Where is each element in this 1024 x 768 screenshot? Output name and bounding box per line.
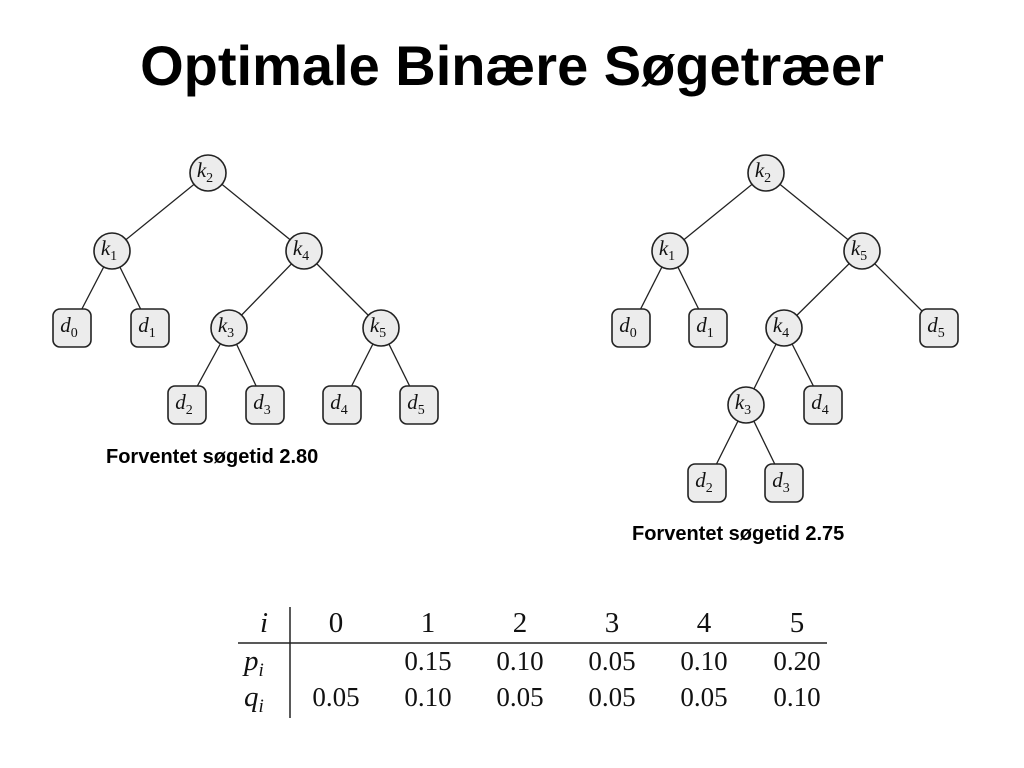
- table-column-header: 2: [513, 607, 528, 639]
- key-node-k5: k5: [362, 309, 400, 347]
- table-cell: 0.05: [588, 682, 635, 712]
- table-index-label: i: [260, 607, 268, 639]
- table-column-header: 5: [790, 607, 805, 639]
- table-cell: 0.05: [496, 682, 543, 712]
- tree-edge: [669, 172, 767, 252]
- node-label: k4: [293, 236, 309, 264]
- dummy-node-d0: d0: [611, 308, 651, 348]
- node-label: d0: [619, 313, 637, 341]
- node-label: k2: [755, 158, 771, 186]
- table-row-label: qi: [244, 681, 264, 717]
- node-label: d2: [695, 468, 713, 496]
- key-node-k4: k4: [285, 232, 323, 270]
- node-label: k3: [735, 390, 751, 418]
- table-cell: 0.05: [588, 646, 635, 676]
- node-label: k1: [101, 236, 117, 264]
- table-cell: 0.10: [680, 646, 727, 676]
- dummy-node-d5: d5: [399, 385, 439, 425]
- dummy-node-d3: d3: [245, 385, 285, 425]
- node-label: k3: [218, 313, 234, 341]
- dummy-node-d2: d2: [687, 463, 727, 503]
- table-cell: 0.05: [312, 682, 359, 712]
- table-row-label: pi: [242, 645, 264, 681]
- key-node-k3: k3: [727, 386, 765, 424]
- node-label: k5: [851, 236, 867, 264]
- tree-edge: [207, 172, 305, 252]
- dummy-node-d4: d4: [322, 385, 362, 425]
- node-label: d1: [138, 313, 156, 341]
- table-column-header: 3: [605, 607, 620, 639]
- table-column-header: 1: [421, 607, 436, 639]
- key-node-k5: k5: [843, 232, 881, 270]
- key-node-k1: k1: [93, 232, 131, 270]
- tree-edge: [111, 172, 209, 252]
- table-cell: 0.20: [773, 646, 820, 676]
- dummy-node-d0: d0: [52, 308, 92, 348]
- expected-search-time-right: Forventet søgetid 2.75: [632, 523, 845, 545]
- node-label: d4: [811, 390, 829, 418]
- node-label: d5: [407, 390, 425, 418]
- table-cell: 0.10: [773, 682, 820, 712]
- node-label: d3: [772, 468, 790, 496]
- node-label: k1: [659, 236, 675, 264]
- table-cell: 0.10: [496, 646, 543, 676]
- node-label: d0: [60, 313, 78, 341]
- table-cell: 0.05: [680, 682, 727, 712]
- node-label: k2: [197, 158, 213, 186]
- node-label: d4: [330, 390, 348, 418]
- dummy-node-d4: d4: [803, 385, 843, 425]
- table-cell: 0.15: [404, 646, 451, 676]
- table-cell: 0.10: [404, 682, 451, 712]
- dummy-node-d2: d2: [167, 385, 207, 425]
- key-node-k3: k3: [210, 309, 248, 347]
- node-label: d2: [175, 390, 193, 418]
- node-label: d5: [927, 313, 945, 341]
- dummy-node-d5: d5: [919, 308, 959, 348]
- dummy-node-d1: d1: [130, 308, 170, 348]
- table-column-header: 0: [329, 607, 344, 639]
- key-node-k4: k4: [765, 309, 803, 347]
- node-label: d3: [253, 390, 271, 418]
- slide-title: Optimale Binære Søgetræer: [140, 34, 884, 97]
- dummy-node-d1: d1: [688, 308, 728, 348]
- dummy-node-d3: d3: [764, 463, 804, 503]
- table-column-header: 4: [697, 607, 712, 639]
- key-node-k1: k1: [651, 232, 689, 270]
- node-label: d1: [696, 313, 714, 341]
- tree-edge: [765, 172, 863, 252]
- key-node-k2: k2: [189, 154, 227, 192]
- key-node-k2: k2: [747, 154, 785, 192]
- node-label: k5: [370, 313, 386, 341]
- expected-search-time-left: Forventet søgetid 2.80: [106, 446, 319, 468]
- node-label: k4: [773, 313, 789, 341]
